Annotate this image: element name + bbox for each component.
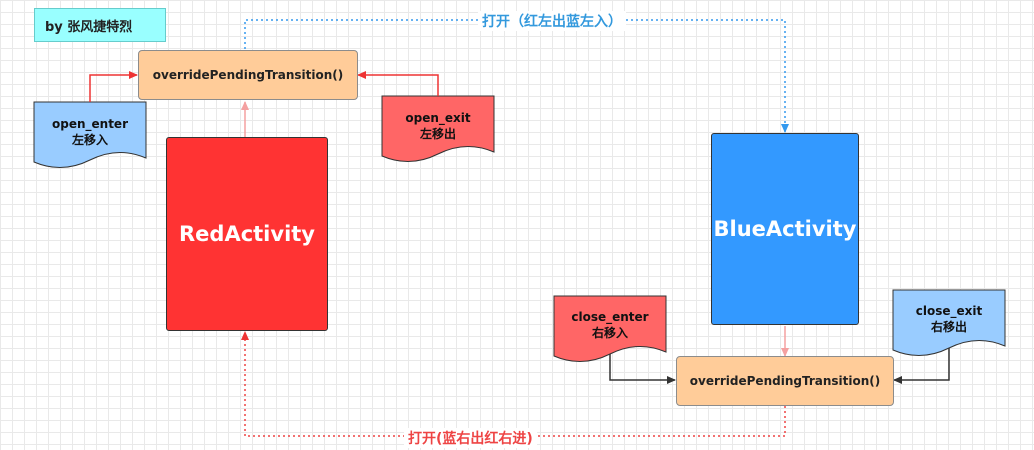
close-enter-doc-shape bbox=[553, 295, 667, 362]
open-enter-doc: open_enter 左移入 bbox=[34, 116, 146, 148]
top-flow-label: 打开（红左出蓝左入） bbox=[478, 11, 626, 31]
open-enter-doc-shape bbox=[33, 101, 147, 168]
close-enter-doc: close_enter 右移入 bbox=[554, 309, 666, 341]
author-note: by 张风捷特烈 bbox=[34, 8, 166, 42]
open-enter-desc: 左移入 bbox=[71, 133, 108, 147]
close-enter-desc: 右移入 bbox=[591, 326, 628, 340]
arrow-open-enter bbox=[89, 71, 138, 102]
bottom-override-method: overridePendingTransition() bbox=[676, 356, 894, 406]
red-activity: RedActivity bbox=[166, 137, 328, 331]
open-exit-desc: 左移出 bbox=[419, 127, 456, 141]
close-exit-doc-shape bbox=[892, 289, 1006, 356]
arrow-open-exit bbox=[357, 71, 439, 96]
open-exit-doc: open_exit 左移出 bbox=[382, 110, 494, 142]
open-exit-doc-shape bbox=[381, 95, 495, 162]
close-enter-name: close_enter bbox=[571, 310, 649, 324]
close-exit-desc: 右移出 bbox=[930, 320, 967, 334]
open-exit-name: open_exit bbox=[405, 111, 471, 125]
close-exit-name: close_exit bbox=[915, 304, 983, 318]
arrow-close-exit bbox=[893, 348, 950, 384]
close-exit-doc: close_exit 右移出 bbox=[893, 303, 1005, 335]
top-override-method: overridePendingTransition() bbox=[138, 50, 358, 100]
arrow-close-enter bbox=[609, 354, 676, 384]
blue-activity: BlueActivity bbox=[711, 133, 859, 325]
open-enter-name: open_enter bbox=[52, 117, 128, 131]
bottom-flow-label: 打开(蓝右出红右进) bbox=[404, 428, 537, 448]
arrow-open-blue bbox=[244, 19, 789, 133]
